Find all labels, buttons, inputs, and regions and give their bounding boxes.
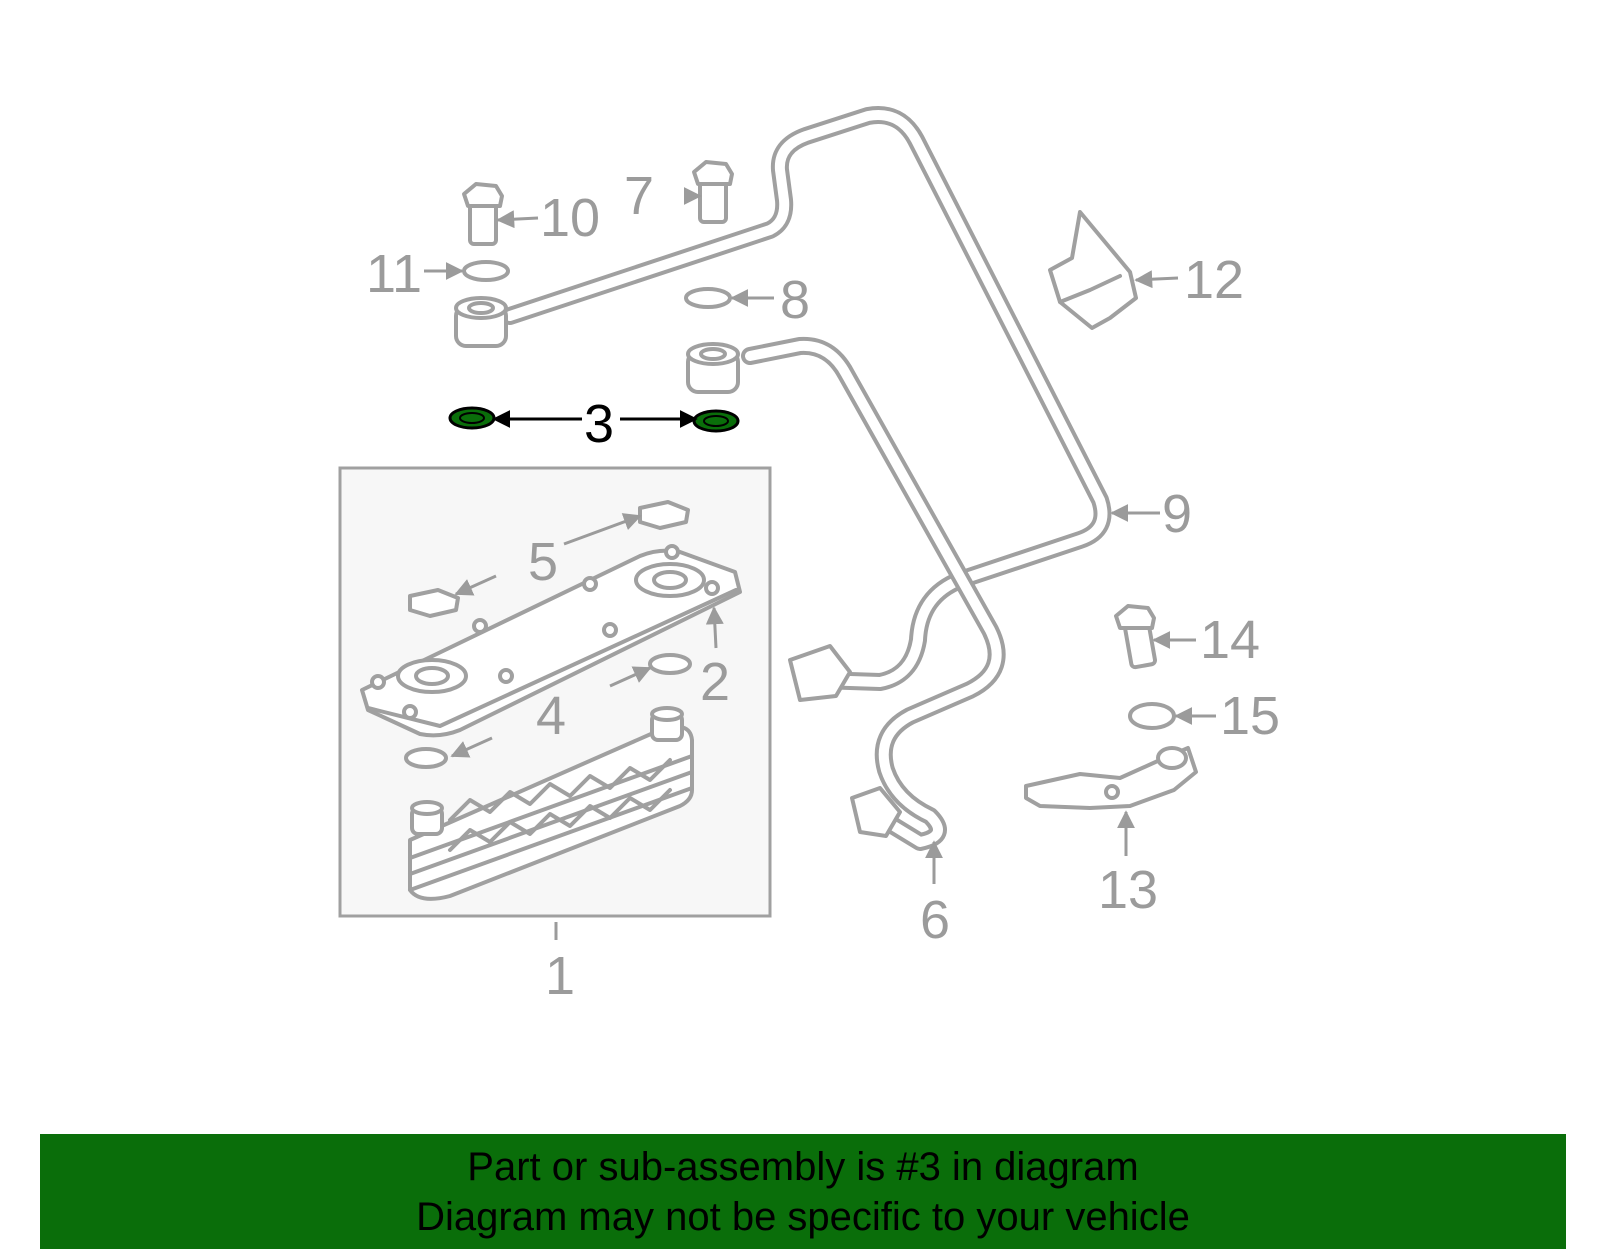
line-end-nut-6 — [850, 786, 902, 838]
banjo-fitting-lower — [686, 342, 740, 394]
hex-plug-5a — [638, 500, 690, 530]
callout-3: 3 — [584, 394, 614, 454]
hex-plug-5b — [408, 588, 460, 618]
seal-3-left — [448, 406, 496, 430]
seal-8 — [684, 287, 732, 309]
callout-4: 4 — [536, 686, 566, 746]
seal-11 — [462, 260, 510, 282]
callout-15: 15 — [1220, 686, 1280, 746]
oil-cooler-body — [408, 706, 694, 901]
banjo-fitting-upper — [454, 296, 508, 348]
callout-8: 8 — [780, 270, 810, 330]
callout-13: 13 — [1098, 860, 1158, 920]
cooler-cover-plate — [360, 544, 742, 738]
banjo-bolt-7 — [692, 160, 734, 224]
callout-1: 1 — [545, 946, 575, 1006]
banjo-bolt-14 — [1114, 604, 1158, 670]
callout-5: 5 — [528, 532, 558, 592]
callout-14: 14 — [1200, 610, 1260, 670]
seal-15 — [1128, 702, 1176, 730]
callout-6: 6 — [920, 890, 950, 950]
callout-2: 2 — [700, 652, 730, 712]
bracket-12 — [1048, 210, 1138, 330]
callout-9: 9 — [1162, 484, 1192, 544]
callout-10: 10 — [540, 188, 600, 248]
callout-11: 11 — [366, 244, 422, 304]
banner-line-2: Diagram may not be specific to your vehi… — [416, 1194, 1190, 1239]
clip-13 — [1024, 746, 1198, 810]
seal-3-right — [692, 409, 740, 433]
seal-4b — [404, 747, 448, 769]
info-banner: Part or sub-assembly is #3 in diagram Di… — [40, 1134, 1566, 1249]
line-end-nut-9 — [788, 644, 852, 702]
banjo-bolt-10 — [462, 182, 504, 246]
banner-line-1: Part or sub-assembly is #3 in diagram — [467, 1144, 1139, 1189]
callout-7: 7 — [624, 166, 654, 226]
callout-12: 12 — [1184, 250, 1244, 310]
seal-4a — [648, 653, 692, 675]
